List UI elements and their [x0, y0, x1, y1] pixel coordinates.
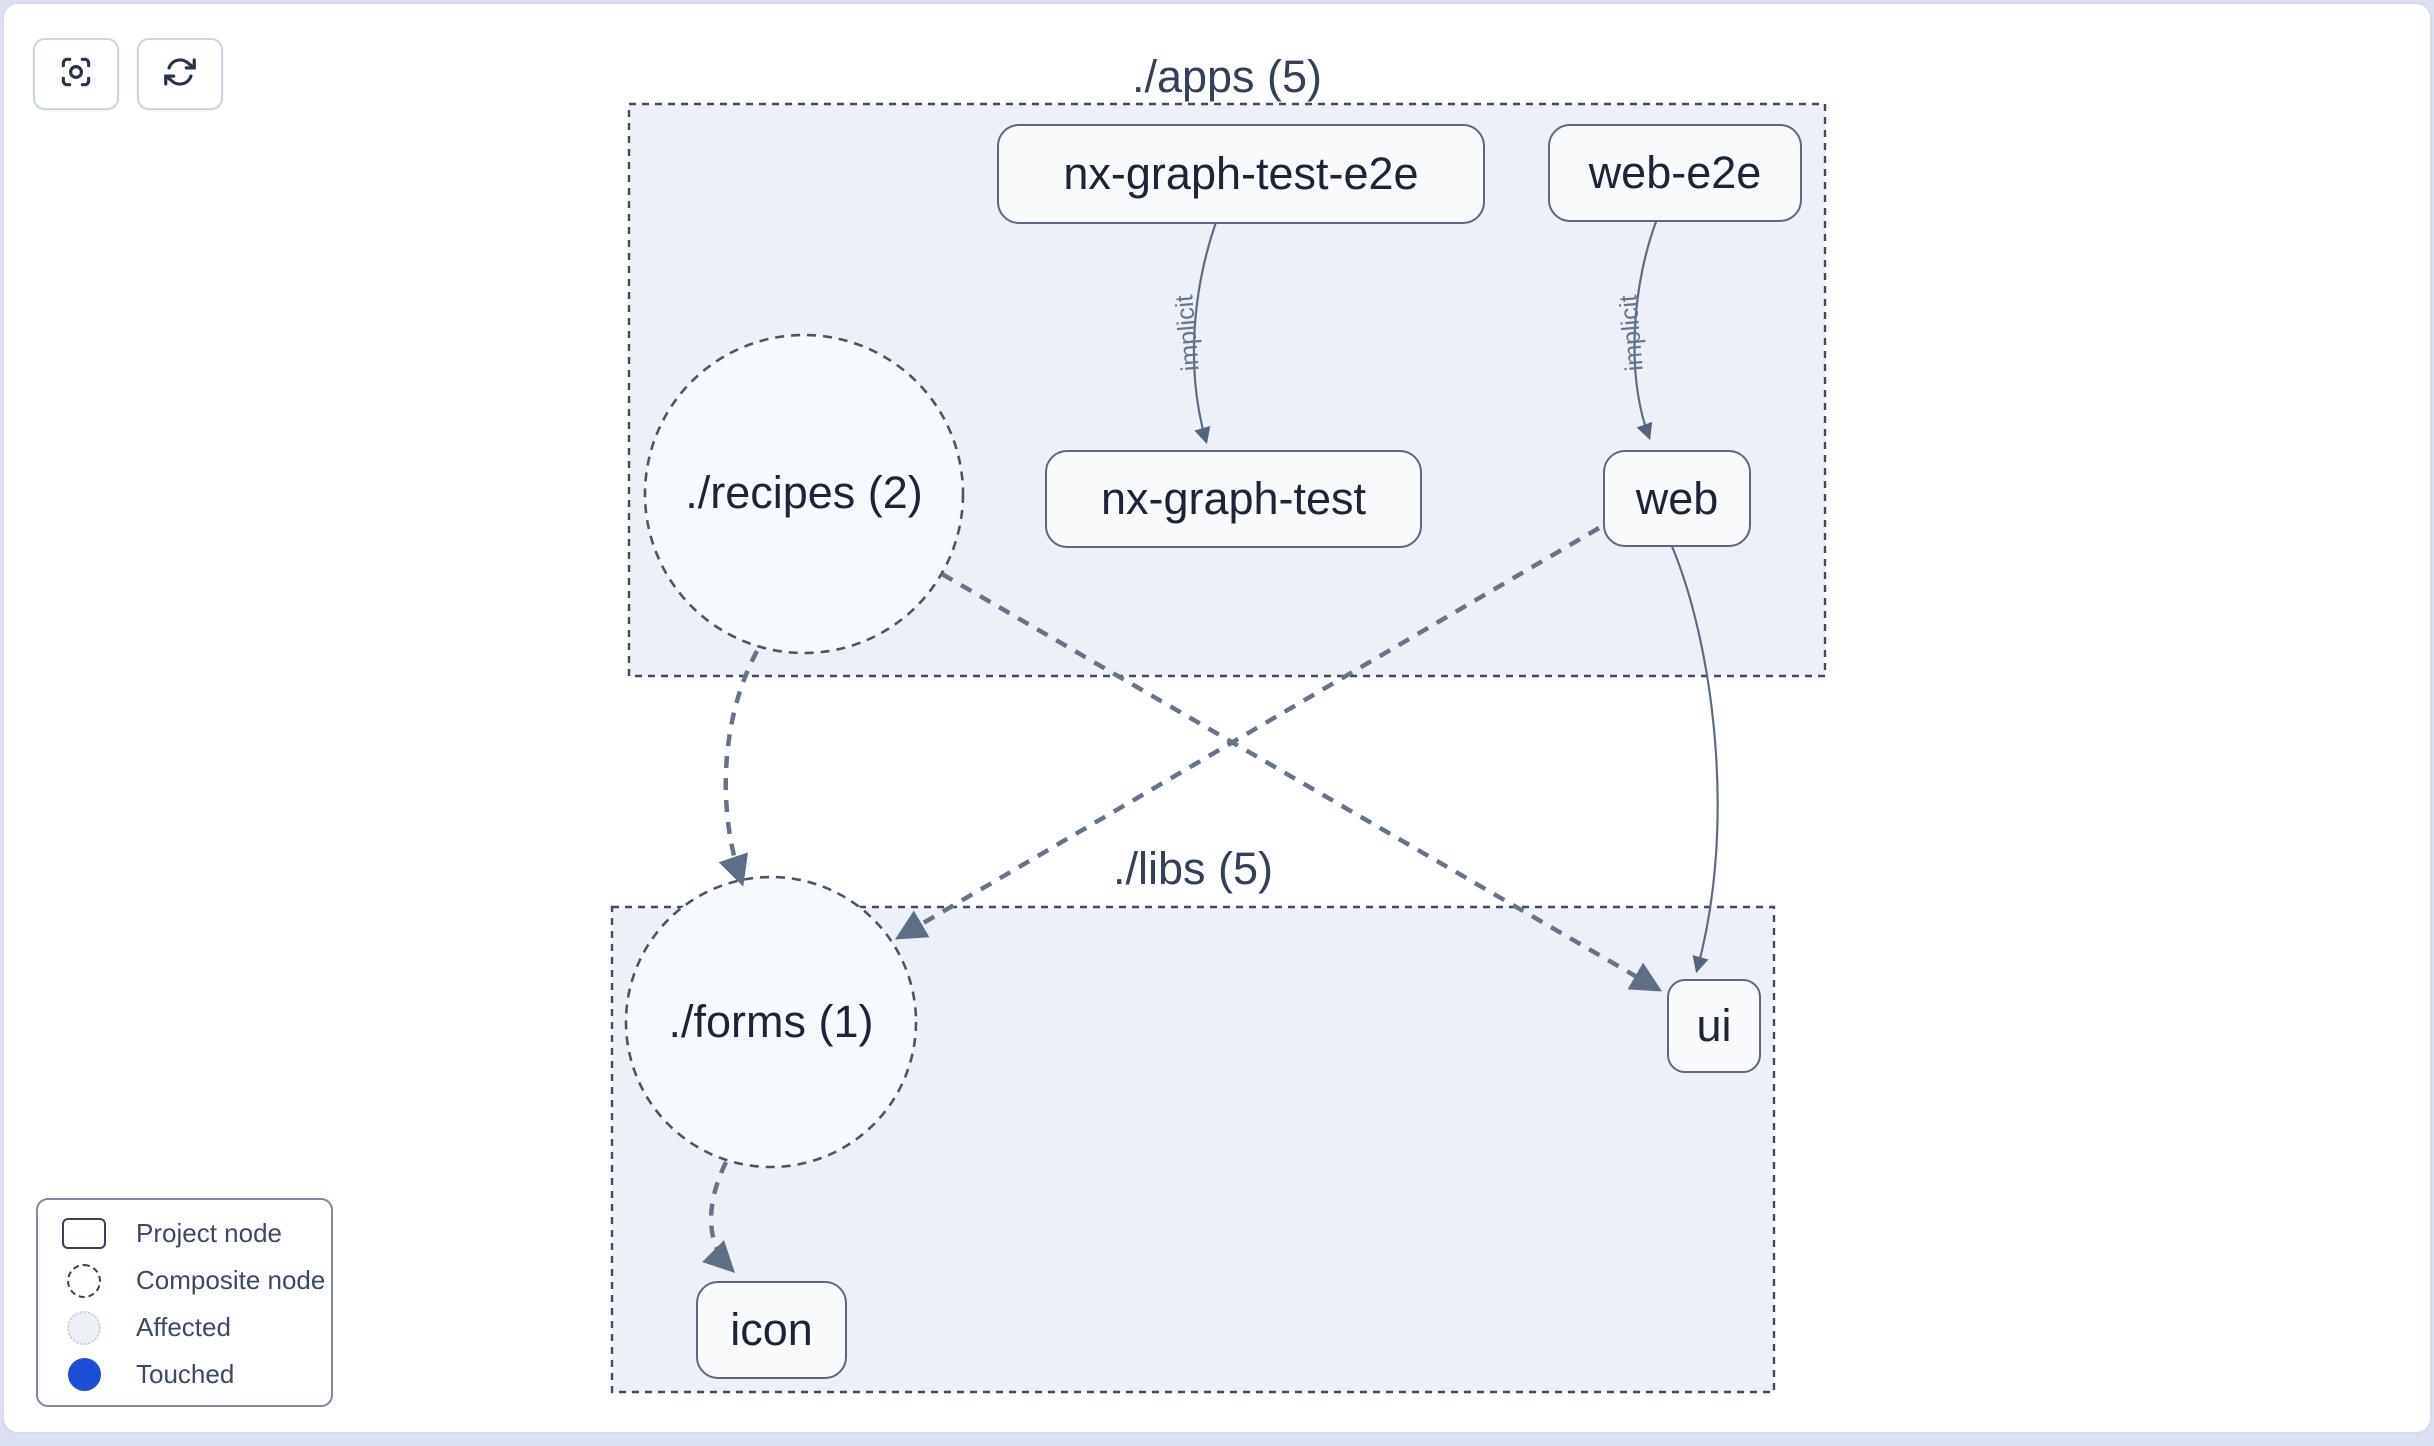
- composite-circle-forms[interactable]: [624, 875, 918, 1169]
- group-title-apps: ./apps (5): [1131, 51, 1323, 102]
- focus-icon: [57, 53, 95, 96]
- project-node-web[interactable]: web: [1603, 450, 1751, 547]
- composite-node-forms[interactable]: ./forms (1): [668, 996, 874, 1047]
- project-node-icon[interactable]: icon: [696, 1281, 847, 1379]
- legend-label: Composite node: [136, 1265, 326, 1295]
- legend-item-touched: Touched: [38, 1351, 331, 1398]
- composite-circle-recipes[interactable]: [643, 333, 965, 655]
- graph-legend: Project node Composite node Affected Tou…: [36, 1198, 333, 1407]
- legend-item-project-node: Project node: [38, 1210, 331, 1257]
- edge-recipes-to-ui[interactable]: [940, 572, 1663, 992]
- group-title-libs: ./libs (5): [1112, 843, 1274, 894]
- refresh-button[interactable]: [137, 38, 223, 110]
- project-node-symbol: [62, 1218, 106, 1249]
- edge-web-to-ui[interactable]: [1669, 543, 1719, 974]
- project-node-nx-graph-test[interactable]: nx-graph-test: [1045, 450, 1422, 548]
- edge-web-e2e-to-web[interactable]: [1633, 218, 1659, 441]
- touched-symbol: [67, 1358, 101, 1391]
- project-node-web-e2e[interactable]: web-e2e: [1548, 124, 1802, 222]
- composite-node-recipes[interactable]: ./recipes (2): [685, 467, 923, 518]
- graph-toolbar: [33, 38, 223, 110]
- legend-item-affected: Affected: [38, 1304, 331, 1351]
- focus-view-button[interactable]: [33, 38, 119, 110]
- legend-label: Project node: [136, 1218, 282, 1248]
- refresh-icon: [161, 53, 199, 96]
- project-node-nx-graph-test-e2e[interactable]: nx-graph-test-e2e: [997, 124, 1485, 224]
- legend-label: Touched: [136, 1359, 235, 1389]
- legend-item-composite-node: Composite node: [38, 1257, 331, 1304]
- edge-recipes-to-forms[interactable]: [718, 649, 759, 887]
- affected-symbol: [67, 1310, 101, 1345]
- edge-nx-graph-test-e2e-to-nx-graph-test[interactable]: [1192, 221, 1218, 445]
- composite-node-symbol: [67, 1263, 101, 1298]
- legend-label: Affected: [136, 1312, 231, 1342]
- edge-web-to-forms[interactable]: [894, 526, 1601, 940]
- project-node-ui[interactable]: ui: [1667, 979, 1761, 1073]
